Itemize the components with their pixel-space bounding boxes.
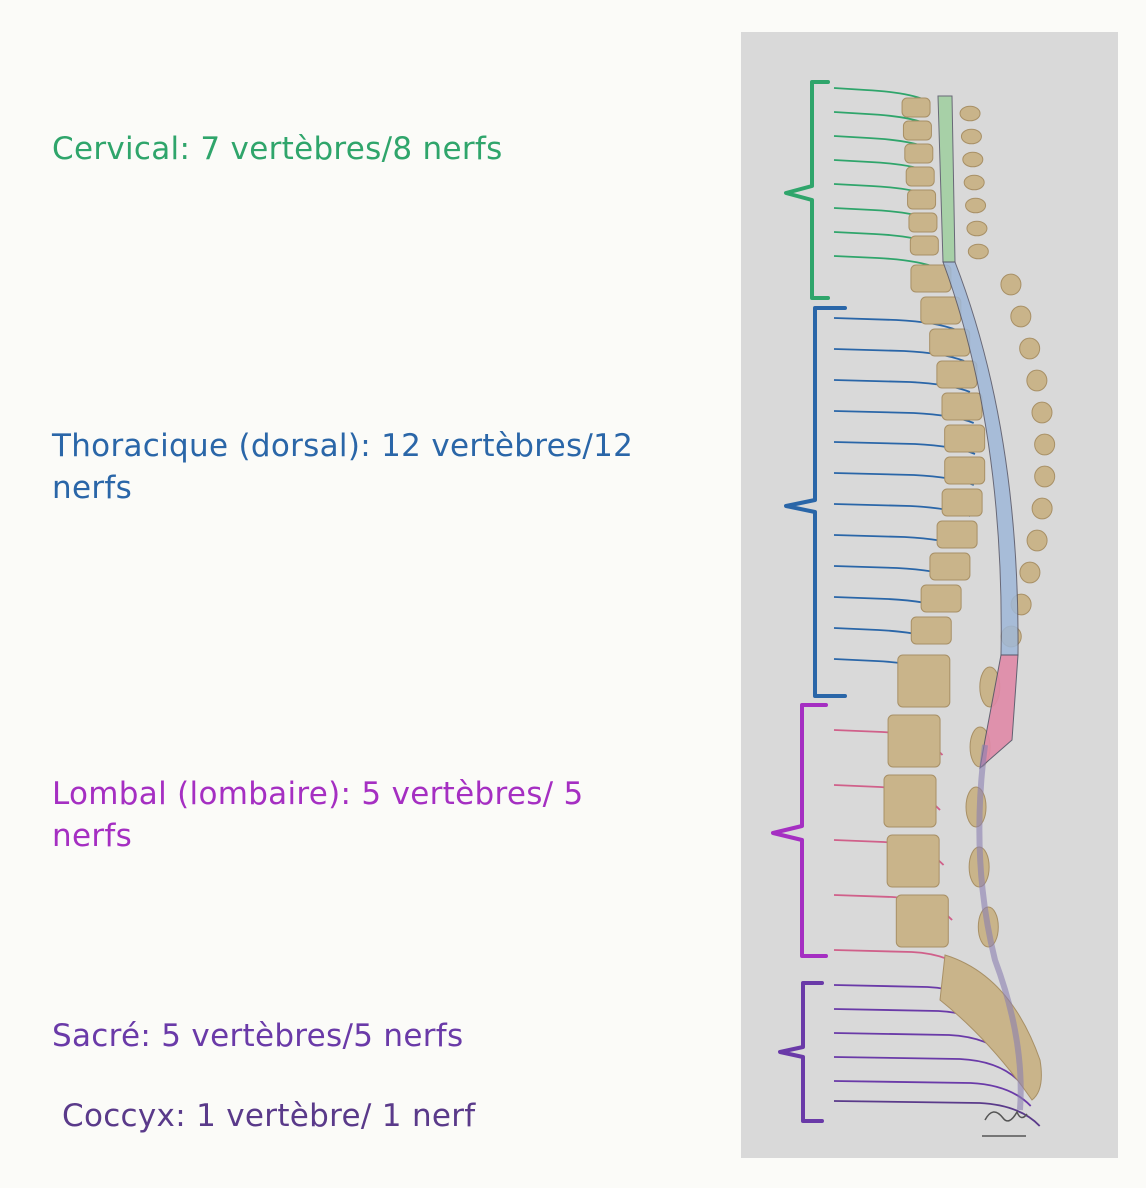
sacrum-coccyx [939,954,1042,1101]
vertebra [936,360,978,389]
artist-signature [982,1110,1028,1137]
vertebra [941,488,983,517]
spinous-process [963,174,985,191]
vertebra [886,834,940,888]
vertebra [904,143,934,164]
spinous-process [1034,433,1056,456]
vertebra [907,189,937,210]
bracket-thoracic [784,306,847,698]
bracket-sacral [778,981,824,1123]
spinous-process [1019,561,1041,584]
spinous-process [1034,465,1056,488]
vertebra [901,97,931,118]
vertebra [902,120,932,141]
spinous-process [1026,529,1048,552]
vertebra [905,166,935,187]
vertebra [883,774,937,828]
vertebra [929,552,971,581]
label-thoracic: Thoracique (dorsal): 12 vertèbres/12 ner… [52,428,634,506]
vertebra [909,235,939,256]
spinal-nerve [833,1100,1041,1127]
spinous-process [1026,369,1048,392]
spinous-process [959,105,981,122]
label-sacral: Sacré: 5 vertèbres/5 nerfs [52,1018,464,1054]
bracket-lumbar [771,703,828,958]
vertebra [944,424,986,453]
vertebra [944,456,986,485]
cauda-equina [976,744,1024,1111]
vertebra [929,328,971,357]
vertebra [897,654,951,708]
vertebra [910,264,952,293]
vertebra [887,714,941,768]
spinous-process [1019,337,1041,360]
label-coccyx: Coccyx: 1 vertèbre/ 1 nerf [62,1098,476,1134]
spinous-process [967,243,989,260]
vertebra [941,392,983,421]
label-lumbar: Lombal (lombaire): 5 vertèbres/ 5 nerfs [52,776,584,854]
spinous-process [962,151,984,168]
spinal-nerve [833,1056,1021,1083]
vertebra [895,894,949,948]
vertebra [936,520,978,549]
vertebra [910,616,952,645]
spinal-cord-lumbar [979,654,1019,770]
spinous-process [966,220,988,237]
spinous-process [1010,305,1032,328]
spinous-process [960,128,982,145]
spinous-process [965,197,987,214]
spinous-process [1031,401,1053,424]
spinal-nerve [833,1080,1032,1107]
spinous-process [1031,497,1053,520]
vertebra [920,584,962,613]
vertebra [920,296,962,325]
vertebra [908,212,938,233]
spinous-process [1000,273,1022,296]
bracket-cervical [784,80,830,300]
spinal-cord-cervical [937,95,956,263]
label-cervical: Cervical: 7 vertèbres/8 nerfs [52,131,503,167]
